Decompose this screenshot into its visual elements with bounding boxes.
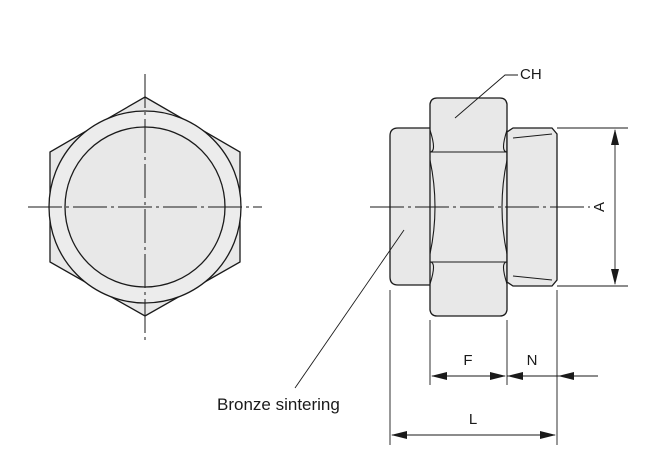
dim-l-arrow-right bbox=[540, 431, 556, 439]
thread-root-lower bbox=[512, 275, 553, 281]
hex-nut-chamfer-bottom-right bbox=[502, 261, 508, 285]
hex-nut-chamfer-top bbox=[429, 129, 435, 153]
dim-f-label: F bbox=[463, 352, 472, 369]
front-view bbox=[28, 74, 262, 340]
hex-nut-chamfer-top-right bbox=[502, 129, 508, 153]
bronze-sintering-label: Bronze sintering bbox=[217, 395, 340, 414]
dim-n-label: N bbox=[527, 352, 538, 369]
bronze-leader bbox=[294, 229, 405, 389]
dim-l-label: L bbox=[469, 411, 477, 428]
dimensions: A CH F N L Bronze sintering bbox=[217, 66, 628, 445]
dim-f-arrow-left bbox=[431, 372, 447, 380]
hex-nut-chamfer-mid-right bbox=[501, 159, 508, 255]
dim-l-arrow-left bbox=[391, 431, 407, 439]
side-view bbox=[370, 97, 590, 317]
dim-n-arrow-left bbox=[507, 372, 523, 380]
ch-leader bbox=[454, 74, 518, 119]
dim-a-arrow-bottom bbox=[611, 269, 619, 285]
thread-root-upper bbox=[512, 133, 553, 139]
dim-a-label: A bbox=[591, 202, 608, 212]
dim-n-arrow-right bbox=[558, 372, 574, 380]
dim-f-arrow-right bbox=[490, 372, 506, 380]
ch-label: CH bbox=[520, 66, 542, 83]
dim-a-arrow-top bbox=[611, 129, 619, 145]
hex-nut-chamfer-bottom bbox=[429, 261, 435, 285]
